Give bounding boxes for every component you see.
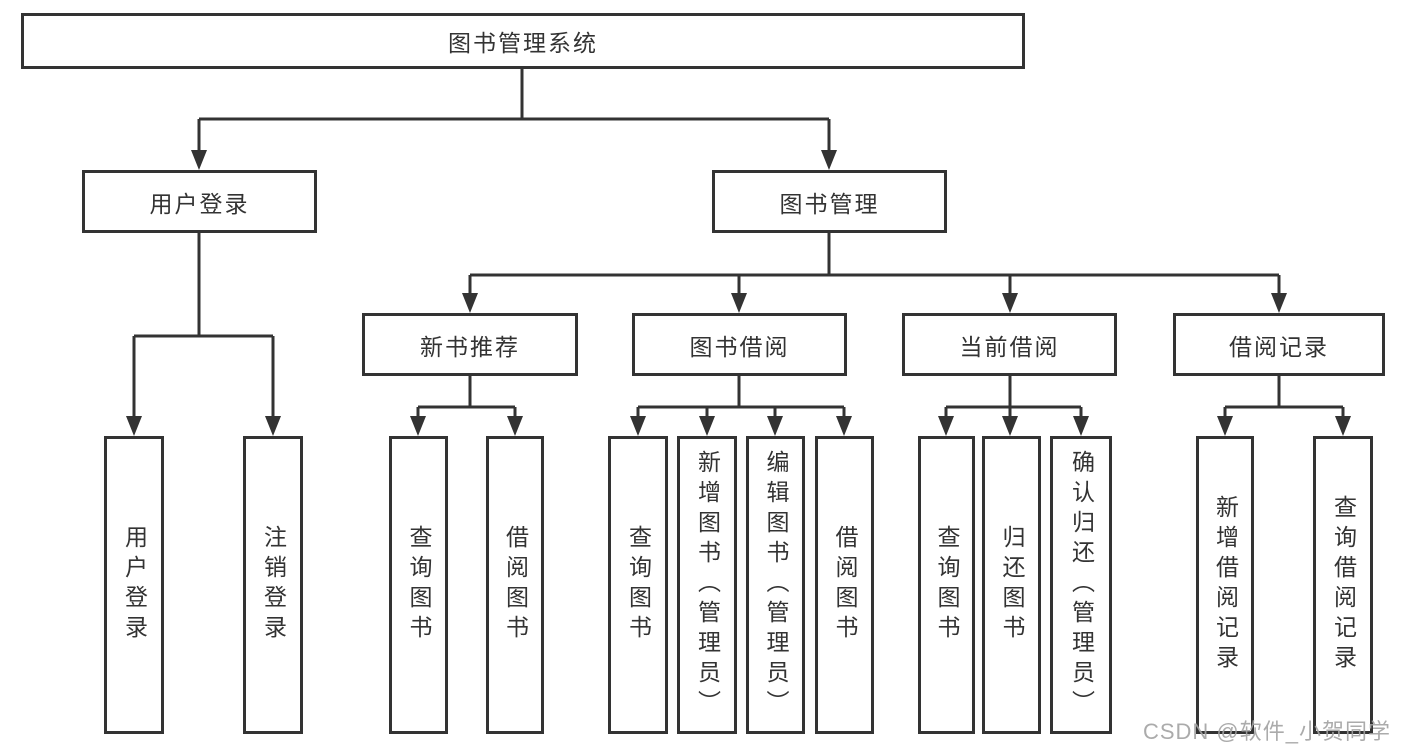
leaf-label: 查询借阅记录	[1330, 495, 1357, 675]
leaf-bb-add-books-admin: 新增图书（管理员）	[677, 436, 737, 734]
leaf-label: 确认归还（管理员）	[1068, 450, 1095, 720]
leaf-bb-query-books: 查询图书	[608, 436, 668, 734]
leaf-label: 查询图书	[625, 525, 652, 645]
leaf-user-login: 用户登录	[104, 436, 164, 734]
leaf-label: 新增图书（管理员）	[694, 450, 721, 720]
watermark: CSDN @软件_小贺同学	[1142, 719, 1391, 744]
arrow-icon	[938, 416, 954, 436]
leaf-label: 归还图书	[999, 525, 1025, 645]
node-label: 新书推荐	[420, 333, 520, 360]
leaf-cb-return-books: 归还图书	[982, 436, 1041, 734]
node-label: 图书管理系统	[448, 30, 598, 56]
node-book-borrowing: 图书借阅	[632, 313, 847, 376]
arrow-icon	[1271, 293, 1287, 313]
leaf-label: 查询图书	[406, 525, 432, 645]
arrow-icon	[126, 416, 142, 436]
node-user-login: 用户登录	[82, 170, 317, 233]
arrow-icon	[699, 416, 715, 436]
arrow-icon	[462, 293, 478, 313]
leaf-label: 注销登录	[260, 525, 287, 645]
leaf-label: 借阅图书	[502, 525, 529, 645]
arrow-icon	[836, 416, 852, 436]
leaf-br-add-record: 新增借阅记录	[1196, 436, 1254, 734]
arrow-icon	[821, 150, 837, 170]
leaf-label: 查询图书	[934, 525, 960, 645]
node-new-book-recommend: 新书推荐	[362, 313, 578, 376]
arrow-icon	[630, 416, 646, 436]
arrow-icon	[1335, 416, 1351, 436]
arrow-icon	[1002, 416, 1018, 436]
node-book-management: 图书管理	[712, 170, 947, 233]
node-borrowing-records: 借阅记录	[1173, 313, 1385, 376]
arrowheads	[126, 150, 1351, 436]
node-label: 当前借阅	[959, 333, 1060, 360]
leaf-nbr-query-books: 查询图书	[389, 436, 448, 734]
arrow-icon	[265, 416, 281, 436]
node-label: 借阅记录	[1229, 333, 1329, 360]
connector-path	[132, 68, 1345, 420]
leaf-cb-query-books: 查询图书	[918, 436, 975, 734]
leaf-nbr-borrow-books: 借阅图书	[486, 436, 544, 734]
node-label: 图书借阅	[689, 333, 790, 360]
arrow-icon	[191, 150, 207, 170]
arrow-icon	[731, 293, 747, 313]
leaf-label: 新增借阅记录	[1212, 495, 1239, 675]
arrow-icon	[1002, 293, 1018, 313]
arrow-icon	[507, 416, 523, 436]
node-label: 图书管理	[779, 190, 880, 217]
node-library-system-root: 图书管理系统	[21, 13, 1025, 69]
leaf-br-query-record: 查询借阅记录	[1313, 436, 1373, 734]
leaf-label: 编辑图书（管理员）	[763, 450, 789, 720]
leaf-label: 借阅图书	[832, 525, 858, 645]
arrow-icon	[767, 416, 783, 436]
node-label: 用户登录	[149, 190, 250, 217]
leaf-logout: 注销登录	[243, 436, 303, 734]
leaf-bb-edit-books-admin: 编辑图书（管理员）	[746, 436, 805, 734]
arrow-icon	[1073, 416, 1089, 436]
arrow-icon	[410, 416, 426, 436]
leaf-cb-confirm-return-admin: 确认归还（管理员）	[1050, 436, 1112, 734]
leaf-label: 用户登录	[121, 525, 148, 645]
node-current-borrowing: 当前借阅	[902, 313, 1117, 376]
leaf-bb-borrow-books: 借阅图书	[815, 436, 874, 734]
arrow-icon	[1217, 416, 1233, 436]
